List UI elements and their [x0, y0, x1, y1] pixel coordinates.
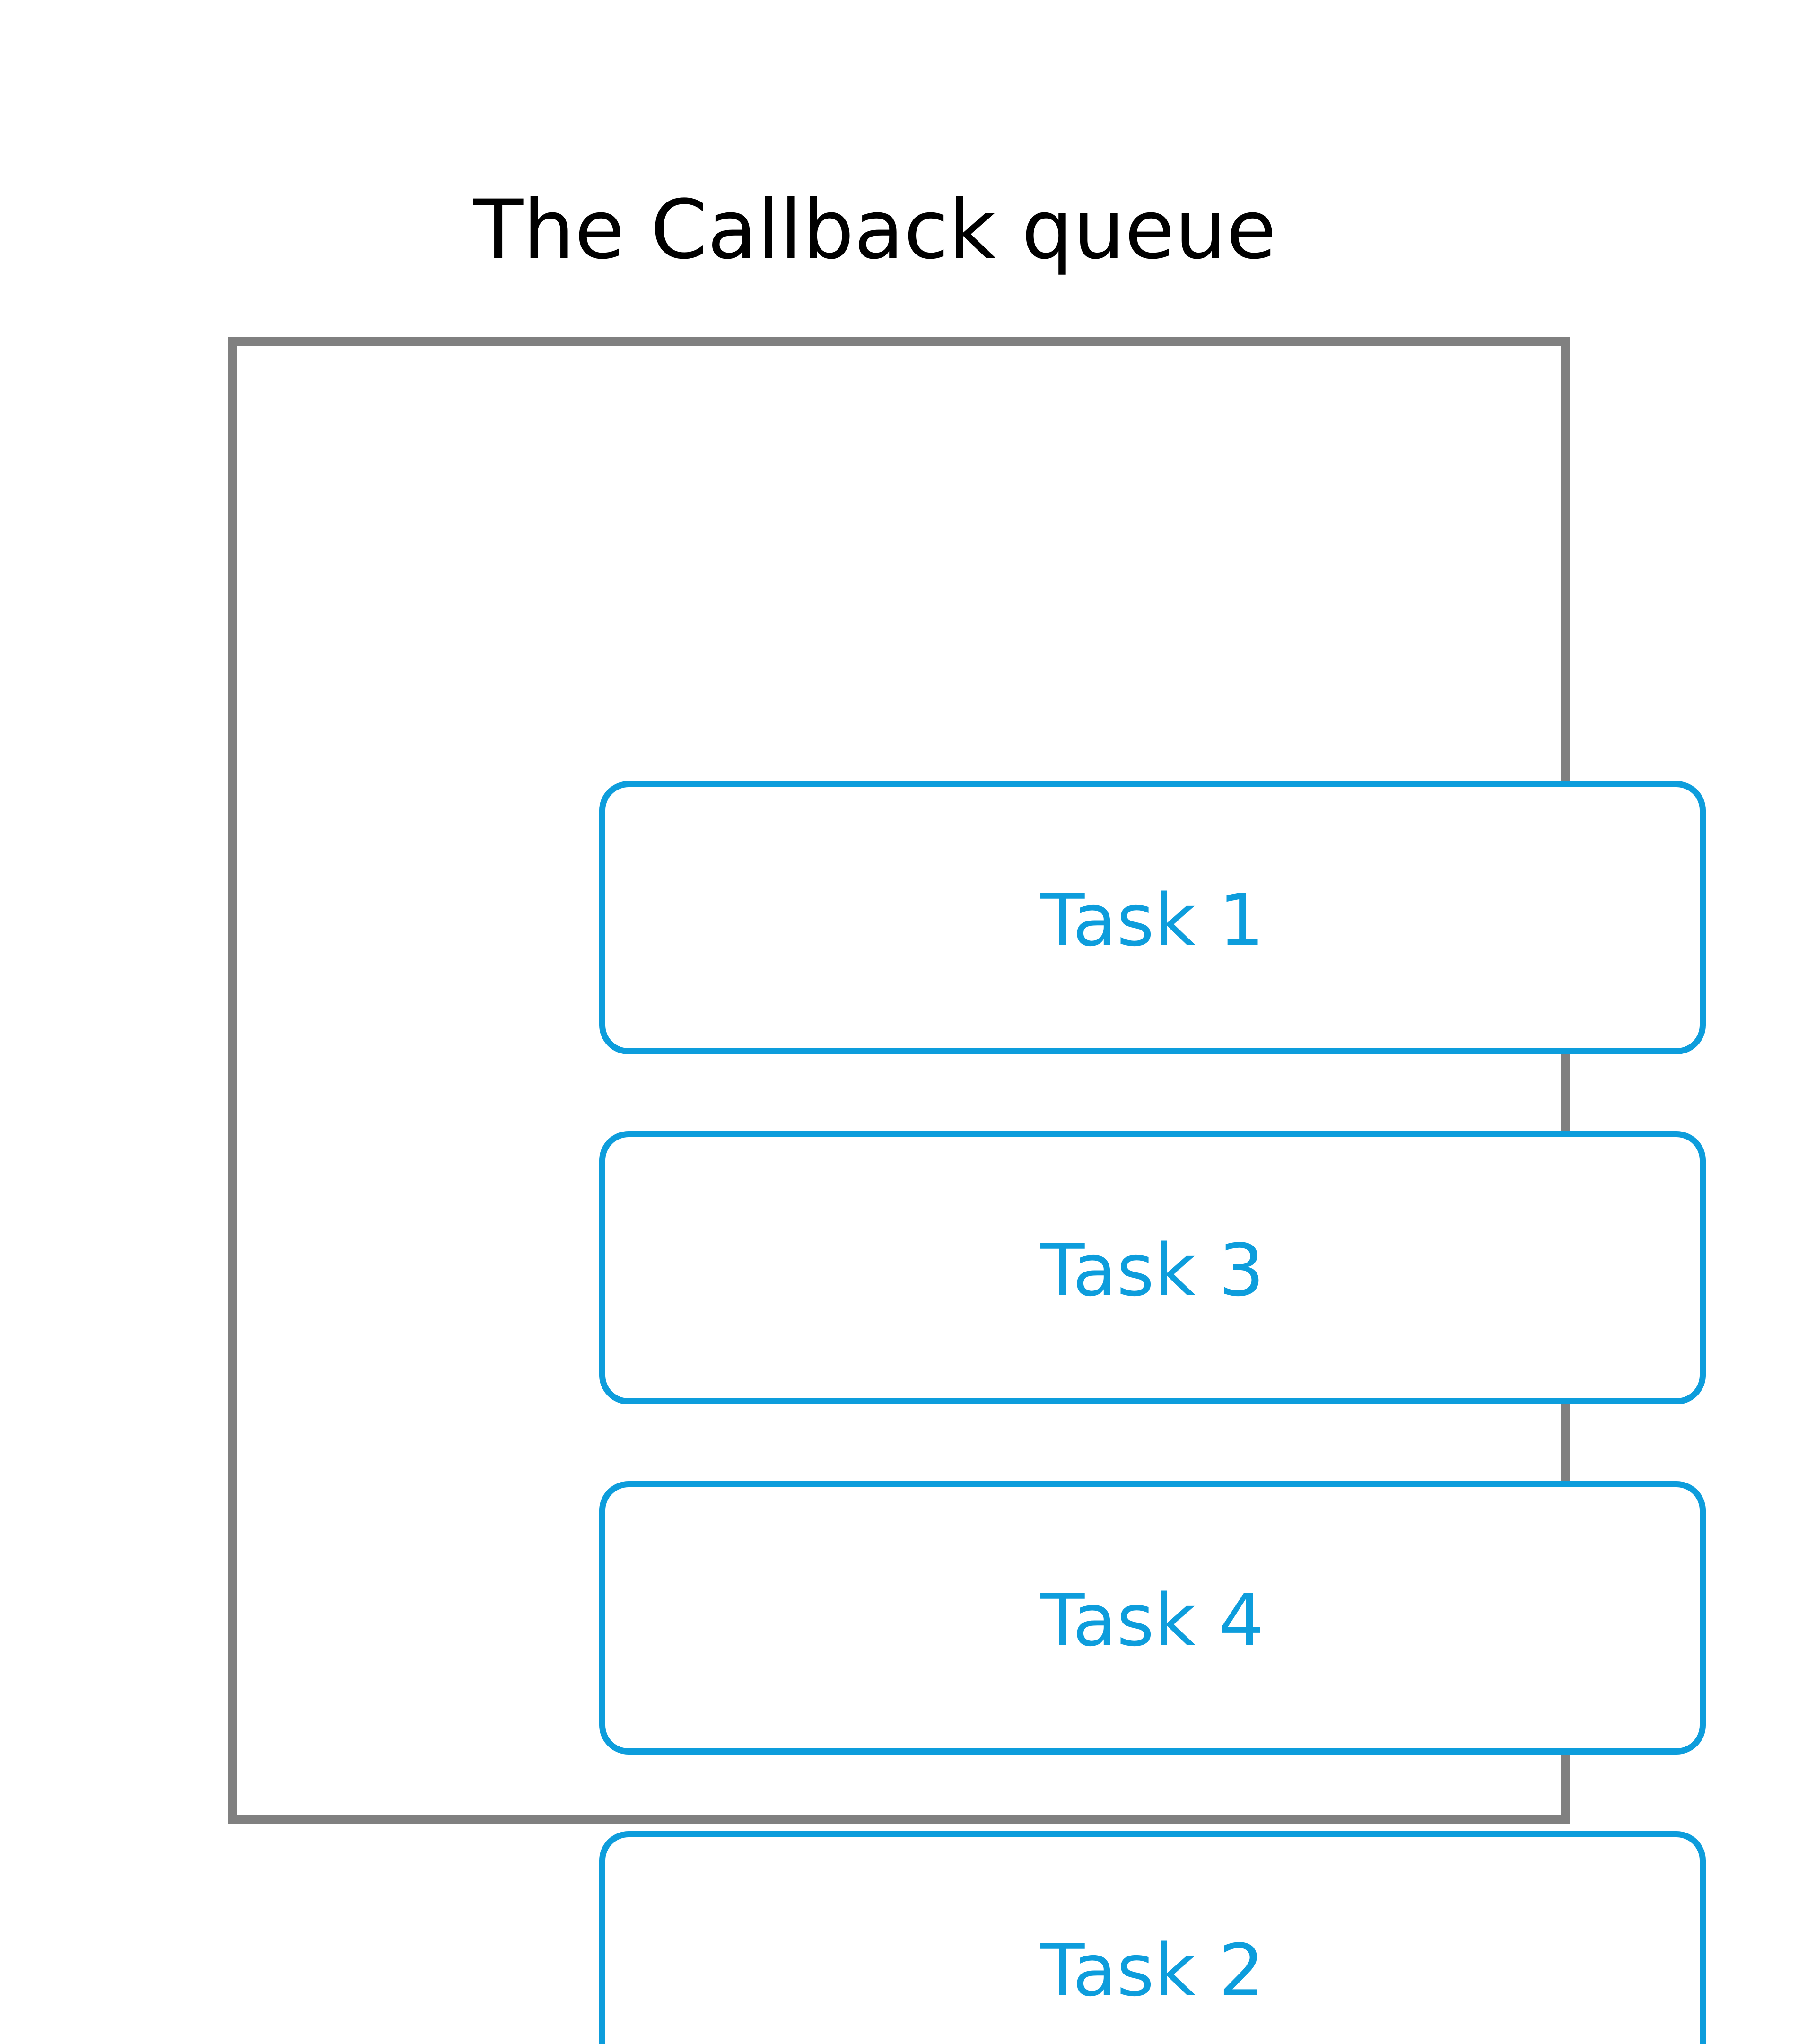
task-item[interactable]: Task 2 [599, 1831, 1706, 2044]
task-label: Task 1 [1040, 878, 1265, 962]
callback-queue-container: Task 1 Task 3 Task 4 Task 2 [228, 337, 1706, 2044]
page-title: The Callback queue [473, 182, 1276, 277]
task-item[interactable]: Task 3 [599, 1131, 1706, 1404]
task-item[interactable]: Task 1 [599, 781, 1706, 1054]
task-label: Task 3 [1040, 1228, 1265, 1312]
task-label: Task 2 [1040, 1929, 1265, 2012]
task-label: Task 4 [1040, 1579, 1265, 1662]
task-item[interactable]: Task 4 [599, 1481, 1706, 1755]
